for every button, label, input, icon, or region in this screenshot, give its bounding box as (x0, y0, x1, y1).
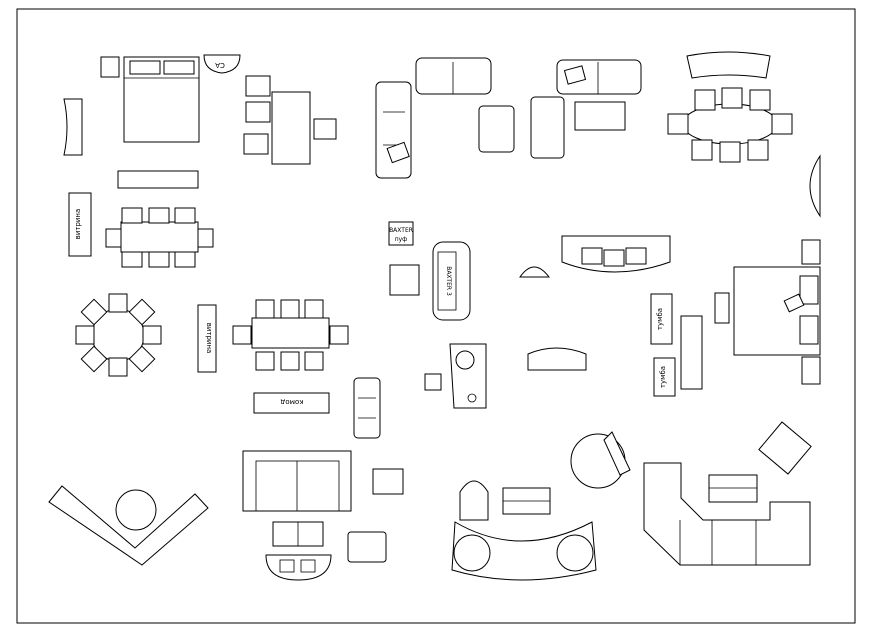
bedroom-set-right (714, 239, 821, 385)
media-unit (242, 450, 352, 512)
oval-dining-table (667, 51, 793, 163)
curved-sectional-sofa (48, 485, 209, 566)
tufted-sofa (561, 235, 671, 273)
half-round-ottoman (519, 266, 551, 278)
round-chair (570, 431, 631, 489)
bench (117, 170, 199, 189)
vitrina-cabinet-1: витрина (68, 192, 92, 257)
tumba-1-label: тумба (656, 308, 664, 330)
three-seat-sofa (353, 377, 381, 439)
daybed (527, 347, 587, 371)
lounge-chair (758, 421, 812, 475)
tumba-2: тумба (653, 357, 676, 397)
round-dining-table (75, 293, 162, 377)
square-ottoman (389, 264, 420, 296)
bench-set (265, 521, 332, 581)
vitrina-cabinet-2: витрина (197, 304, 217, 373)
ca-table: СА (203, 54, 241, 74)
l-shaped-sectional (643, 462, 811, 566)
baxter-1-line2: пуф (395, 236, 408, 243)
corner-sofa-set (375, 57, 642, 179)
tumba-1: тумба (650, 293, 673, 345)
nightstand (100, 56, 120, 78)
chaise-lounge (63, 98, 83, 156)
vitrina-2-label: витрина (205, 323, 213, 354)
armchair-small (372, 468, 404, 495)
curved-sofa-with-tables (451, 480, 597, 581)
desk-with-chairs (243, 75, 337, 165)
vitrina-1-label: витрина (74, 209, 82, 240)
dining-table-8-seats (232, 299, 349, 371)
desk-chair-set (424, 343, 487, 409)
dining-table-6-seats (105, 207, 214, 268)
baxter-2-label: BAXTER 3 (445, 266, 452, 296)
armchair (347, 531, 387, 563)
komod-label: комод (280, 398, 303, 406)
ca-label: СА (215, 61, 225, 69)
baxter-pouf: BAXTER пуф (388, 221, 414, 246)
baxter-1-line1: BAXTER (389, 227, 413, 234)
tall-cabinet (680, 315, 703, 390)
half-round-console (809, 154, 821, 218)
double-bed (123, 56, 200, 143)
baxter-3-sofa: BAXTER 3 (432, 241, 471, 321)
komod-dresser: комод (253, 392, 330, 414)
tumba-2-label: тумба (659, 366, 667, 388)
